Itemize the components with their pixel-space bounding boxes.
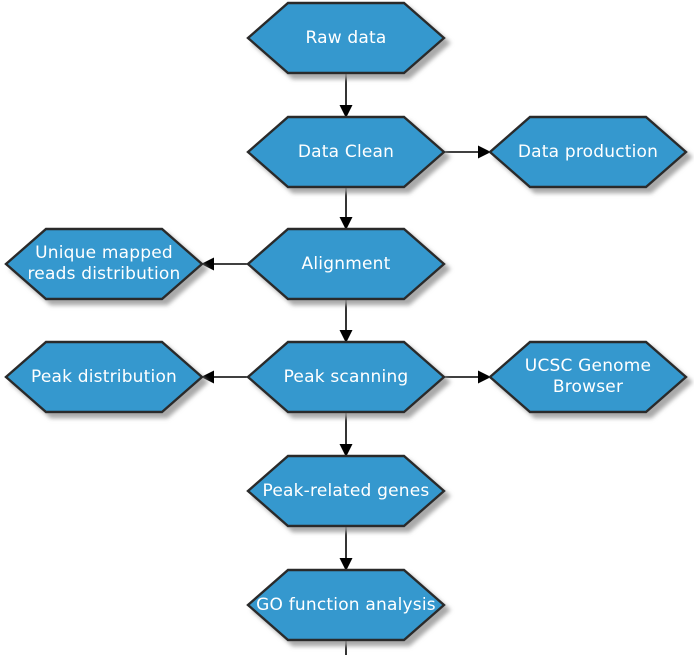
arrowhead-icon bbox=[339, 444, 353, 457]
arrowhead-icon bbox=[201, 370, 214, 384]
arrowhead-icon bbox=[339, 558, 353, 571]
arrowhead-icon bbox=[201, 257, 214, 271]
node-ucsc-genome-browser[interactable] bbox=[488, 340, 688, 414]
node-raw-data[interactable] bbox=[246, 1, 446, 75]
connector-peak-scanning-to-ucsc-genome-browser bbox=[444, 370, 491, 384]
node-peak-scanning[interactable] bbox=[246, 340, 446, 414]
connector-raw-data-to-data-clean bbox=[339, 73, 353, 118]
node-go-function-analysis[interactable] bbox=[246, 568, 446, 642]
arrowhead-icon bbox=[339, 330, 353, 343]
connector-peak-related-genes-to-go-function-analysis bbox=[339, 526, 353, 571]
arrowhead-icon bbox=[478, 370, 491, 384]
arrowhead-icon bbox=[339, 217, 353, 230]
node-data-production[interactable] bbox=[488, 115, 688, 189]
node-alignment[interactable] bbox=[246, 227, 446, 301]
connector-peak-scanning-to-peak-related-genes bbox=[339, 412, 353, 457]
edges-layer bbox=[201, 73, 491, 655]
node-peak-related-genes[interactable] bbox=[246, 454, 446, 528]
connector-alignment-to-unique-mapped-reads-distribution bbox=[201, 257, 248, 271]
arrowhead-icon bbox=[478, 145, 491, 159]
connector-data-clean-to-data-production bbox=[444, 145, 491, 159]
node-peak-distribution[interactable] bbox=[4, 340, 204, 414]
arrowhead-icon bbox=[339, 105, 353, 118]
connector-peak-scanning-to-peak-distribution bbox=[201, 370, 248, 384]
node-unique-mapped-reads-distribution[interactable] bbox=[4, 227, 204, 301]
connector-alignment-to-peak-scanning bbox=[339, 299, 353, 343]
node-data-clean[interactable] bbox=[246, 115, 446, 189]
nodes-layer bbox=[4, 1, 688, 642]
connector-data-clean-to-alignment bbox=[339, 187, 353, 230]
